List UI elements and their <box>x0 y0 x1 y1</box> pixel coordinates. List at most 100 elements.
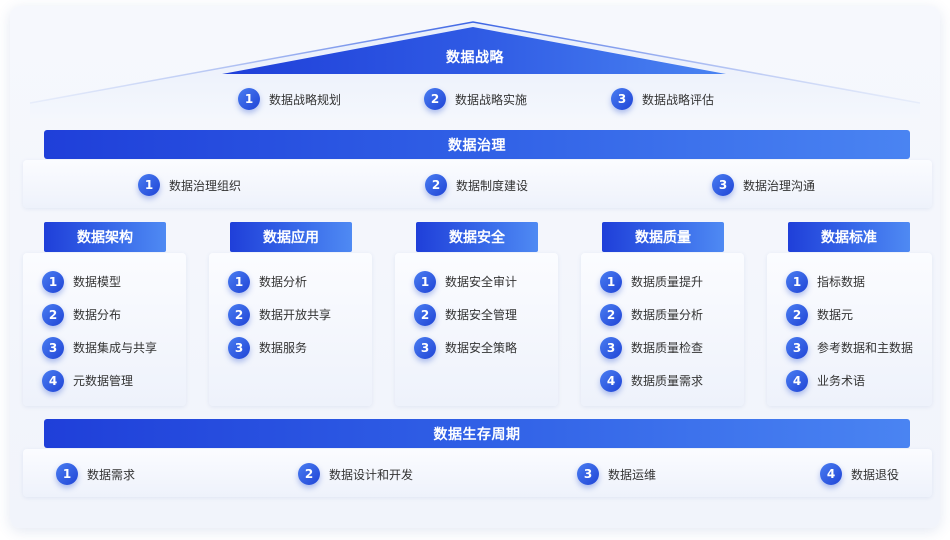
governance-items: 1 数据治理组织 2 数据制度建设 3 数据治理沟通 <box>138 173 838 197</box>
step-number-badge: 3 <box>611 88 633 110</box>
column-item-label: 数据安全审计 <box>445 275 518 289</box>
step-number-badge: 1 <box>42 270 64 293</box>
lifecycle-item: 3 数据运维 <box>577 463 656 485</box>
lifecycle-item: 1 数据需求 <box>56 463 135 485</box>
governance-item: 2 数据制度建设 <box>425 174 528 196</box>
lifecycle-item-label: 数据运维 <box>608 467 657 482</box>
strategy-item: 2 数据战略实施 <box>424 88 527 110</box>
column-item: 4 数据质量需求 <box>600 364 703 397</box>
step-number-badge: 3 <box>228 336 250 359</box>
column-item-label: 数据安全管理 <box>445 308 518 322</box>
step-number-badge: 3 <box>600 336 622 359</box>
lifecycle-item-label: 数据设计和开发 <box>329 467 414 482</box>
step-number-badge: 1 <box>238 88 260 110</box>
roof-outline <box>29 21 921 104</box>
column-item-label: 数据质量检查 <box>631 341 704 355</box>
column-item: 2 数据安全管理 <box>414 298 517 331</box>
lifecycle-panel <box>23 449 932 497</box>
governance-panel <box>23 160 932 208</box>
strategy-item-label: 数据战略规划 <box>269 92 342 107</box>
strategy-title: 数据战略 <box>446 50 504 66</box>
step-number-badge: 2 <box>424 88 446 110</box>
column-item-label: 业务术语 <box>817 374 866 388</box>
step-number-badge: 2 <box>786 303 808 326</box>
step-number-badge: 3 <box>577 463 599 485</box>
column-list-architecture: 1 数据模型 2 数据分布 3 数据集成与共享 4 元数据管理 <box>42 265 157 397</box>
column-item: 4 元数据管理 <box>42 364 157 397</box>
column-item-label: 数据分布 <box>73 308 122 322</box>
column-item-label: 数据模型 <box>73 275 122 289</box>
step-number-badge: 1 <box>56 463 78 485</box>
step-number-badge: 1 <box>786 270 808 293</box>
lifecycle-items: 1 数据需求 2 数据设计和开发 3 数据运维 4 数据退役 <box>56 462 916 486</box>
column-item-label: 数据安全策略 <box>445 341 518 355</box>
column-item: 3 数据安全策略 <box>414 331 517 364</box>
column-item: 1 数据分析 <box>228 265 331 298</box>
step-number-badge: 1 <box>600 270 622 293</box>
column-item-label: 数据集成与共享 <box>73 341 158 355</box>
step-number-badge: 2 <box>414 303 436 326</box>
column-item: 1 数据模型 <box>42 265 157 298</box>
column-item-label: 数据开放共享 <box>259 308 332 322</box>
column-item: 4 业务术语 <box>786 364 913 397</box>
column-item-label: 数据质量提升 <box>631 275 704 289</box>
step-number-badge: 2 <box>42 303 64 326</box>
step-number-badge: 1 <box>138 174 160 196</box>
lifecycle-item: 4 数据退役 <box>820 463 899 485</box>
column-title-architecture: 数据架构 <box>44 222 166 252</box>
lifecycle-item-label: 数据需求 <box>87 467 136 482</box>
column-item: 2 数据质量分析 <box>600 298 703 331</box>
column-item: 2 数据开放共享 <box>228 298 331 331</box>
column-item: 3 数据服务 <box>228 331 331 364</box>
step-number-badge: 3 <box>414 336 436 359</box>
column-item: 2 数据分布 <box>42 298 157 331</box>
column-item: 3 数据质量检查 <box>600 331 703 364</box>
column-item-label: 数据分析 <box>259 275 308 289</box>
step-number-badge: 4 <box>820 463 842 485</box>
column-list-security: 1 数据安全审计 2 数据安全管理 3 数据安全策略 <box>414 265 517 364</box>
lifecycle-title: 数据生存周期 <box>44 419 910 448</box>
governance-item-label: 数据治理组织 <box>169 178 242 193</box>
lifecycle-item-label: 数据退役 <box>851 467 900 482</box>
roof-title-bg <box>222 27 726 74</box>
column-item: 1 数据安全审计 <box>414 265 517 298</box>
governance-item-label: 数据治理沟通 <box>743 178 816 193</box>
column-list-application: 1 数据分析 2 数据开放共享 3 数据服务 <box>228 265 331 364</box>
step-number-badge: 3 <box>712 174 734 196</box>
strategy-items: 1 数据战略规划 2 数据战略实施 3 数据战略评估 <box>238 87 738 111</box>
strategy-item: 1 数据战略规划 <box>238 88 341 110</box>
step-number-badge: 3 <box>42 336 64 359</box>
column-list-quality: 1 数据质量提升 2 数据质量分析 3 数据质量检查 4 数据质量需求 <box>600 265 703 397</box>
step-number-badge: 1 <box>228 270 250 293</box>
step-number-badge: 2 <box>228 303 250 326</box>
column-item-label: 数据服务 <box>259 341 308 355</box>
column-title-quality: 数据质量 <box>602 222 724 252</box>
column-item: 1 指标数据 <box>786 265 913 298</box>
step-number-badge: 4 <box>42 369 64 392</box>
governance-item-label: 数据制度建设 <box>456 178 529 193</box>
governance-title: 数据治理 <box>44 130 910 159</box>
column-title-security: 数据安全 <box>416 222 538 252</box>
step-number-badge: 2 <box>298 463 320 485</box>
step-number-badge: 1 <box>414 270 436 293</box>
column-item-label: 参考数据和主数据 <box>817 341 914 355</box>
column-item-label: 数据质量分析 <box>631 308 704 322</box>
column-item-label: 数据元 <box>817 308 854 322</box>
step-number-badge: 2 <box>600 303 622 326</box>
column-title-standard: 数据标准 <box>788 222 910 252</box>
column-item-label: 元数据管理 <box>73 374 134 388</box>
governance-item: 3 数据治理沟通 <box>712 174 815 196</box>
column-title-application: 数据应用 <box>230 222 352 252</box>
governance-item: 1 数据治理组织 <box>138 174 241 196</box>
strategy-item: 3 数据战略评估 <box>611 88 714 110</box>
column-item: 1 数据质量提升 <box>600 265 703 298</box>
column-item: 2 数据元 <box>786 298 913 331</box>
step-number-badge: 4 <box>786 369 808 392</box>
step-number-badge: 4 <box>600 369 622 392</box>
column-item-label: 指标数据 <box>817 275 866 289</box>
step-number-badge: 2 <box>425 174 447 196</box>
column-item: 3 数据集成与共享 <box>42 331 157 364</box>
column-item-label: 数据质量需求 <box>631 374 704 388</box>
